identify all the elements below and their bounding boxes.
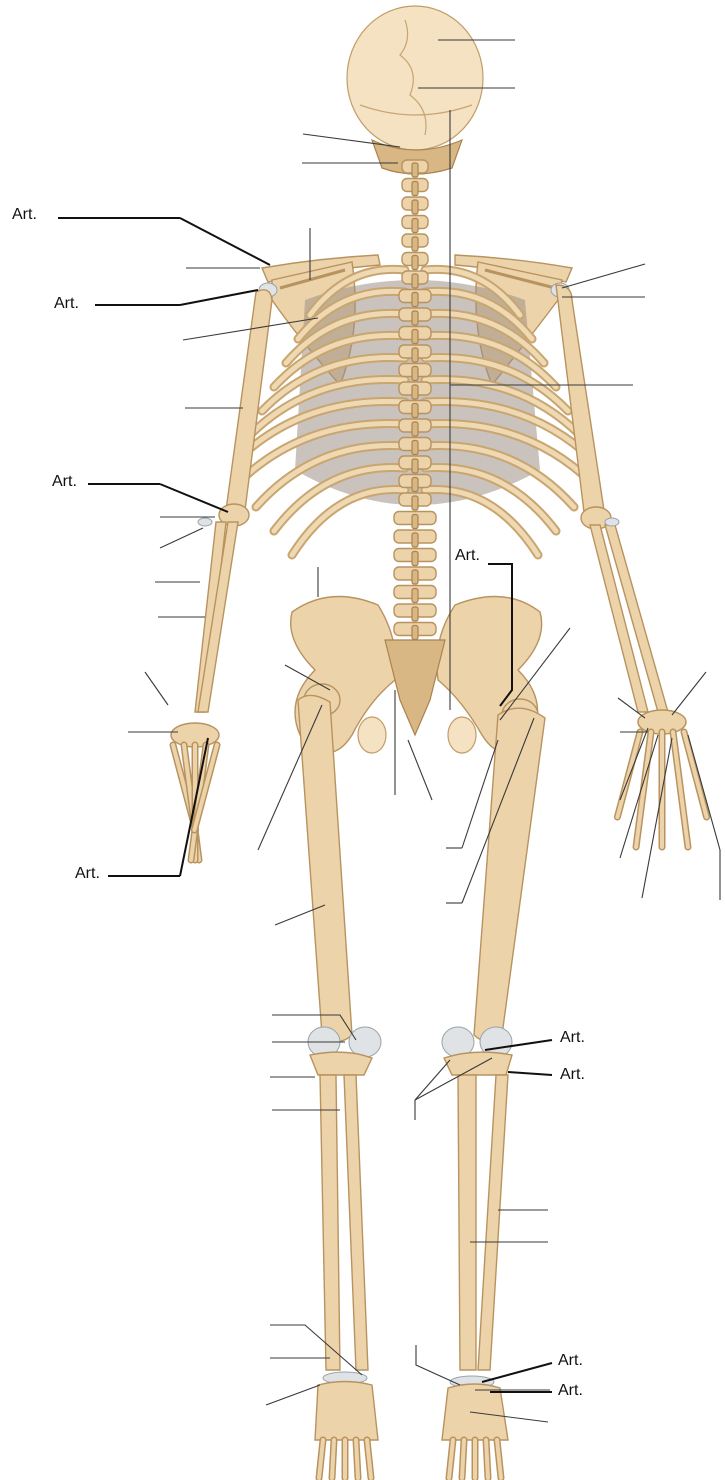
spinous-process <box>412 385 418 399</box>
spinous-process <box>412 348 418 362</box>
art-label-ankle-lower-right: Art. <box>558 1383 583 1399</box>
spinous-process <box>412 330 418 344</box>
spinous-process <box>412 404 418 418</box>
spinous-process <box>412 589 418 603</box>
spinous-process <box>412 163 418 177</box>
right-hand <box>617 710 706 847</box>
spinous-process <box>412 200 418 214</box>
spinous-process <box>412 607 418 621</box>
toe-bone-fill <box>356 1440 358 1478</box>
art-label-hip-right: Art. <box>455 548 480 564</box>
spinous-process <box>412 237 418 251</box>
spinous-process <box>412 552 418 566</box>
spinous-process <box>412 422 418 436</box>
spinous-process <box>412 515 418 529</box>
spinous-process <box>412 311 418 325</box>
spinous-process <box>412 256 418 270</box>
left-foot <box>319 1440 371 1478</box>
left-hand <box>171 723 219 860</box>
spinous-process <box>412 459 418 473</box>
spinous-process <box>412 626 418 640</box>
finger-bone-fill <box>684 732 707 817</box>
left-leg <box>298 684 381 1440</box>
art-label-shoulder-left: Art. <box>12 207 37 223</box>
spinous-process <box>412 182 418 196</box>
spinous-process <box>412 293 418 307</box>
toe-bone-fill <box>462 1440 464 1478</box>
right-foot <box>449 1440 501 1478</box>
spinous-process <box>412 570 418 584</box>
art-label-knee-right: Art. <box>560 1030 585 1046</box>
leader-lines <box>58 40 720 1422</box>
spinous-process <box>412 533 418 547</box>
art-label-hand-left: Art. <box>75 866 100 882</box>
skull <box>347 6 483 174</box>
spinous-process <box>412 441 418 455</box>
art-label-elbow-left: Art. <box>52 474 77 490</box>
spinous-process <box>412 478 418 492</box>
spinous-process <box>412 496 418 510</box>
art-label-ankle-upper-right: Art. <box>558 1353 583 1369</box>
spinous-process <box>412 367 418 381</box>
spinous-process <box>412 274 418 288</box>
art-label-tibiofibular-right: Art. <box>560 1067 585 1083</box>
art-label-glenohumeral-left: Art. <box>54 296 79 312</box>
spinous-process <box>412 219 418 233</box>
right-leg <box>442 699 545 1440</box>
toe-bone-fill <box>486 1440 488 1478</box>
toe-bone-fill <box>332 1440 334 1478</box>
